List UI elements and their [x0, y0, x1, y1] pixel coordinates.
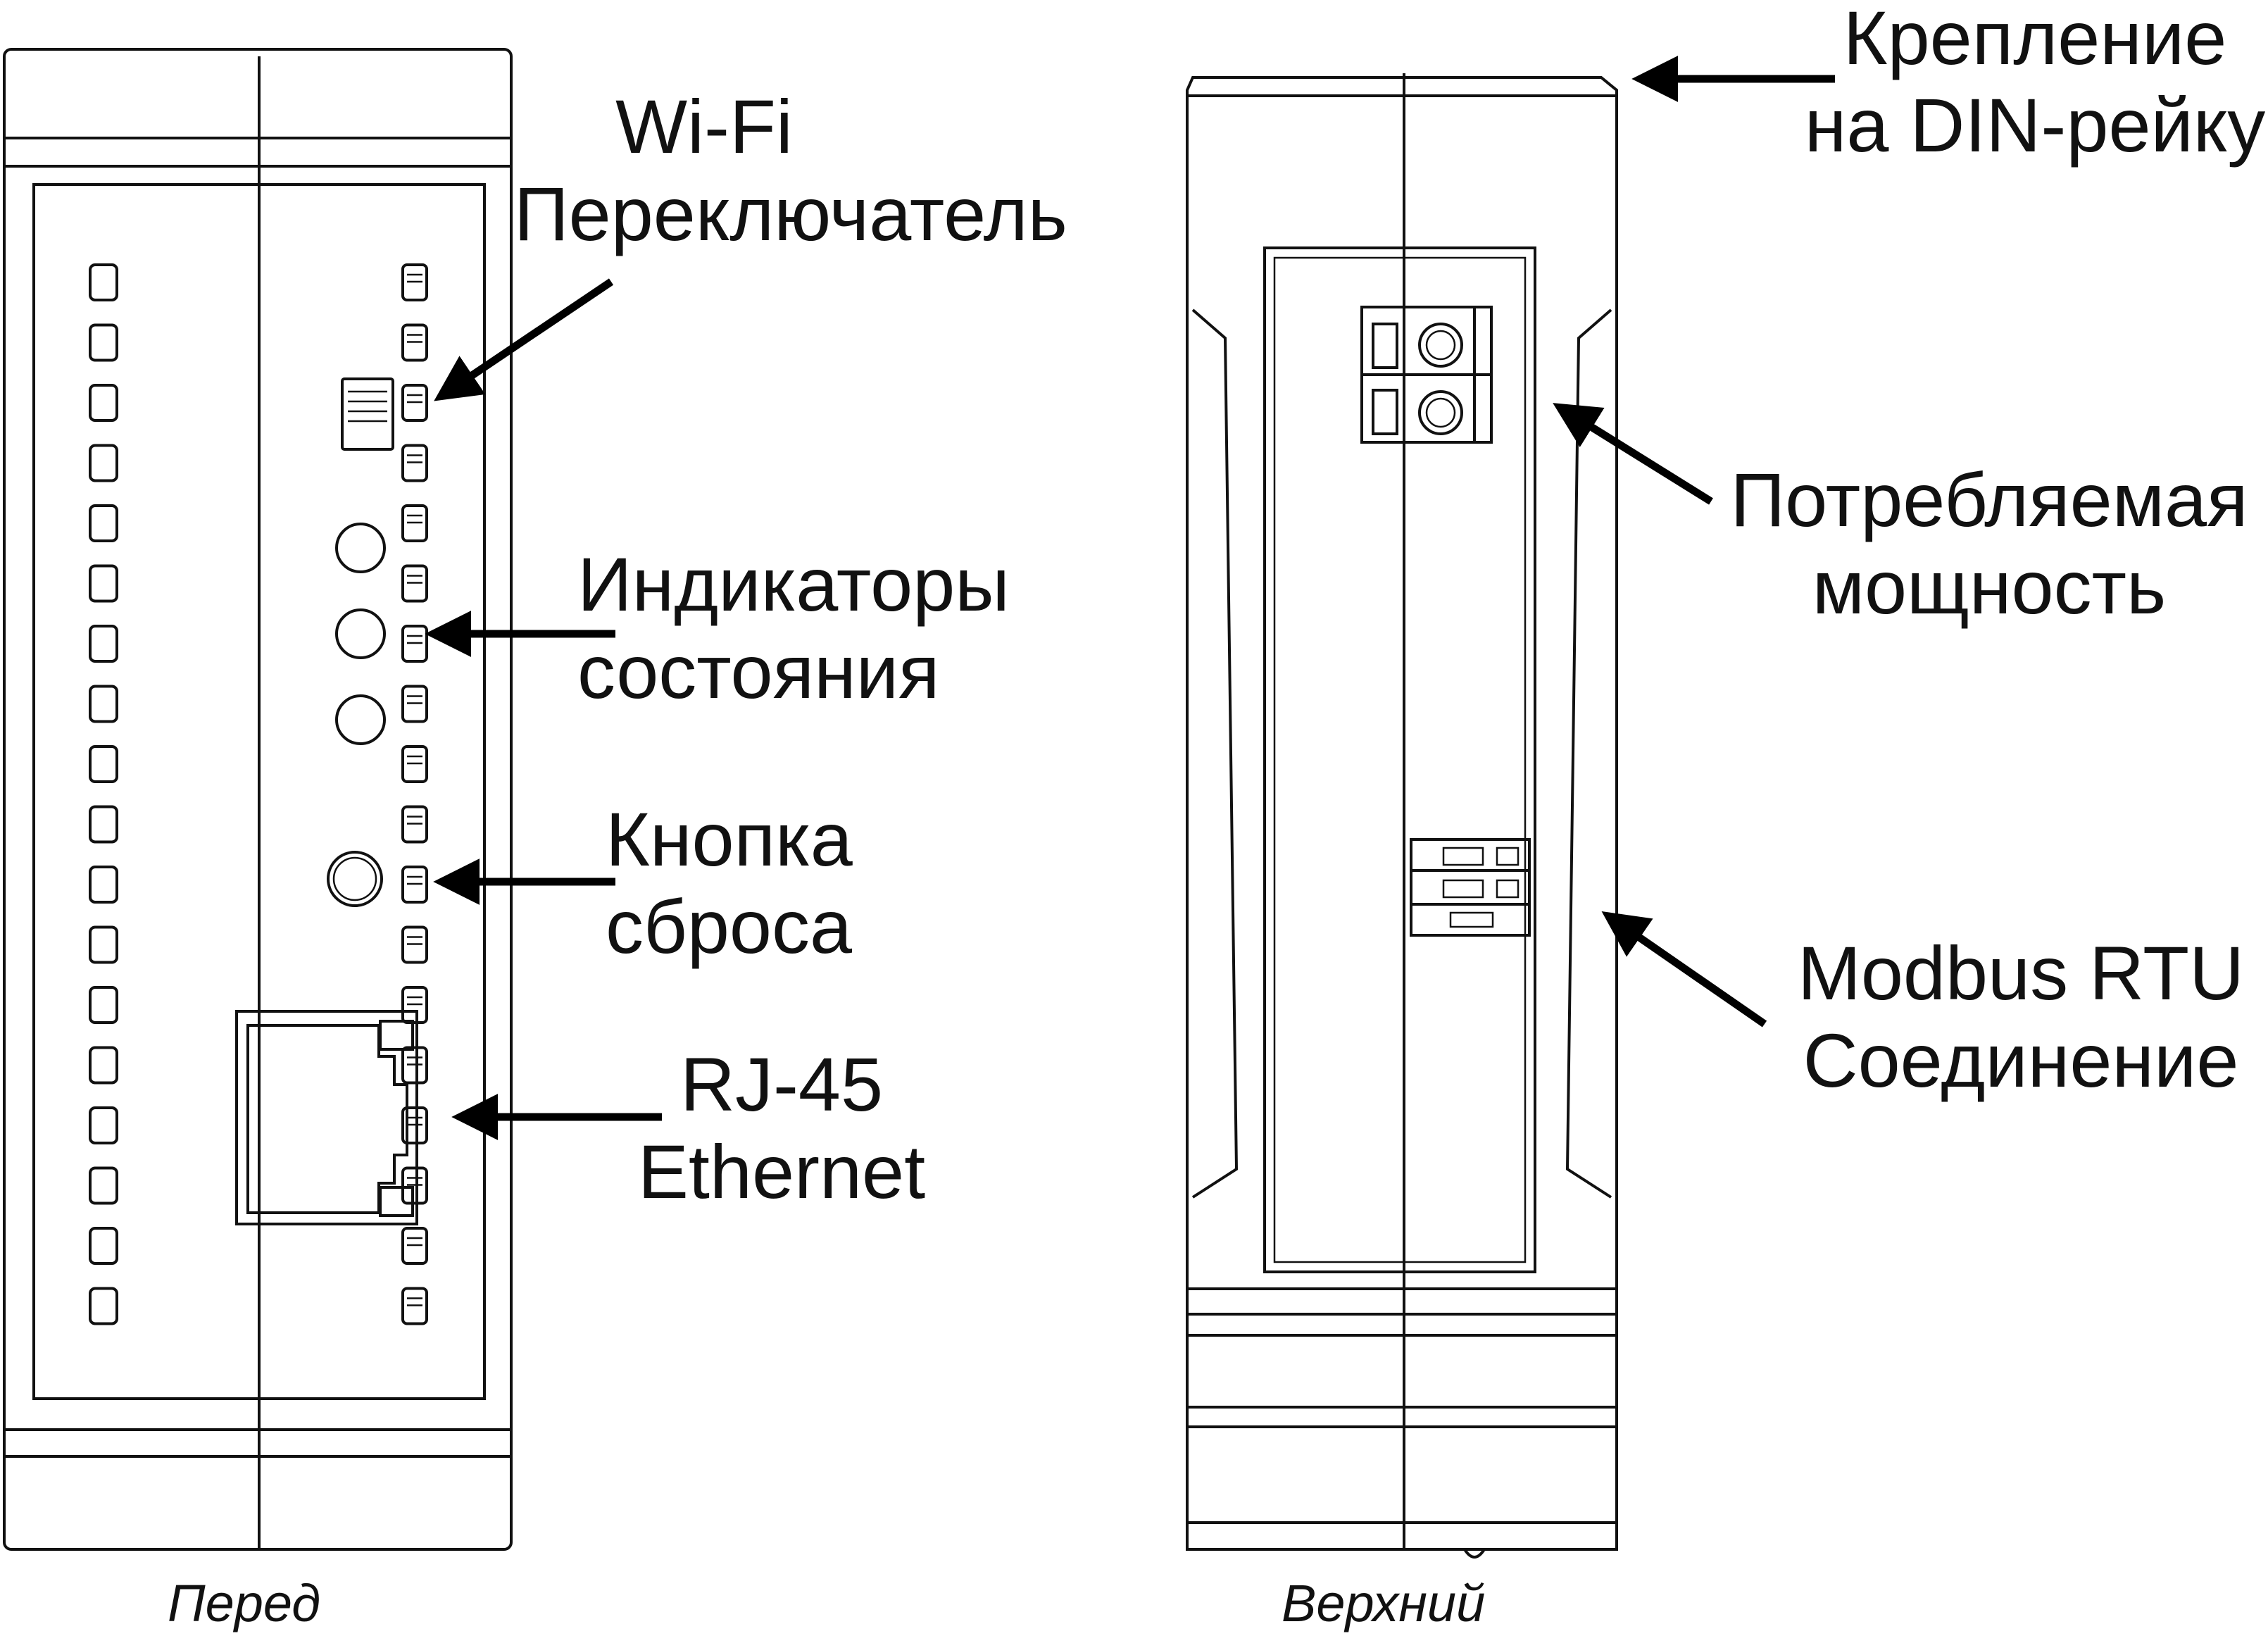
terminal-slot — [89, 866, 118, 904]
terminal-slot — [401, 444, 428, 482]
terminal-slot — [89, 504, 118, 542]
terminal-slot — [401, 1287, 428, 1325]
terminal-slot — [401, 384, 428, 422]
front-view — [3, 48, 513, 1551]
terminal-slot — [401, 805, 428, 844]
arrow-modbus — [1601, 911, 1767, 1028]
status-led-2 — [335, 608, 386, 659]
caption-front: Перед — [168, 1574, 321, 1632]
terminal-slot — [89, 986, 118, 1024]
terminal-slot — [89, 625, 118, 663]
terminal-slot — [401, 323, 428, 362]
terminal-slot — [401, 1106, 428, 1144]
terminal-slot — [401, 745, 428, 783]
terminal-slot — [89, 925, 118, 964]
terminal-slot — [89, 1046, 118, 1085]
arrow-power — [1553, 403, 1713, 505]
terminal-slot — [401, 263, 428, 301]
terminal-slot — [89, 1287, 118, 1325]
terminal-slot — [89, 685, 118, 723]
terminal-slot — [401, 504, 428, 542]
rj45-port — [235, 1010, 418, 1225]
terminal-slot — [401, 1166, 428, 1205]
terminal-slot — [89, 1166, 118, 1205]
caption-top: Верхний — [1282, 1574, 1486, 1632]
front-face-panel — [32, 183, 486, 1400]
terminal-slot — [401, 685, 428, 723]
terminal-slot — [401, 1046, 428, 1085]
terminal-slot — [89, 384, 118, 422]
terminal-slot — [401, 925, 428, 964]
top-face-panel — [1263, 246, 1536, 1273]
left-terminal-slots — [89, 263, 118, 1325]
terminal-slot — [89, 745, 118, 783]
terminal-slot — [401, 986, 428, 1024]
wifi-switch — [341, 377, 394, 451]
power-terminal — [1360, 306, 1493, 444]
terminal-slot — [89, 1106, 118, 1144]
terminal-slot — [401, 625, 428, 663]
arrow-wifi-switch — [434, 278, 614, 401]
terminal-slot — [89, 323, 118, 362]
terminal-slot — [401, 1227, 428, 1265]
top-housing — [1186, 76, 1618, 1551]
status-led-3 — [335, 694, 386, 745]
terminal-slot — [89, 263, 118, 301]
status-led-1 — [335, 523, 386, 573]
terminal-slot — [89, 444, 118, 482]
terminal-slot — [401, 866, 428, 904]
terminal-slot — [401, 564, 428, 603]
top-view — [1186, 73, 1618, 1559]
reset-button — [327, 851, 383, 907]
terminal-slot — [89, 805, 118, 844]
bottom-latch — [1463, 1548, 1486, 1559]
modbus-connector — [1410, 838, 1531, 937]
terminal-slot — [89, 1227, 118, 1265]
right-terminal-slots — [401, 263, 428, 1325]
terminal-slot — [89, 564, 118, 603]
